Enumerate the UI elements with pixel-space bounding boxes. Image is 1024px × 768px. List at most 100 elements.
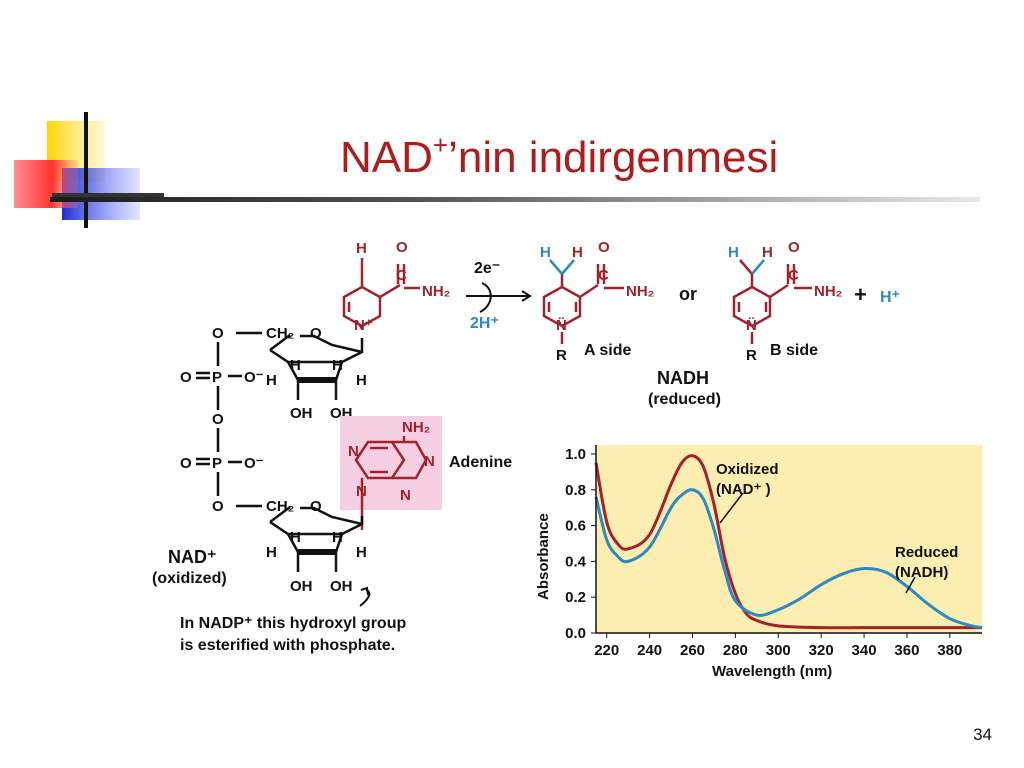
nadh-state: (reduced) [648, 391, 721, 408]
r1-oh1: OH [290, 405, 313, 422]
h-plus: H⁺ [880, 289, 900, 306]
ringa-h1: H [540, 244, 551, 261]
p2-o-bottom: O [212, 498, 224, 515]
nic-nh2: NH₂ [422, 283, 450, 300]
ringb-c: C [788, 267, 799, 284]
p2-ominus: O⁻ [244, 455, 264, 472]
r2-h2: H [332, 529, 343, 546]
corner-decoration [14, 112, 164, 228]
r2-oh1: OH [290, 578, 313, 595]
r2-h3: H [266, 544, 277, 561]
slide-title: NAD+’nin indirgenmesi [340, 130, 779, 182]
reaction-protons: 2H⁺ [470, 315, 499, 332]
x-tick-label-1: 240 [637, 642, 662, 659]
nicotinamide-ring [342, 258, 420, 328]
r2-ch2: CH₂ [266, 498, 294, 515]
ringa-r: R [556, 347, 567, 364]
y-tick-label-3: 0.6 [565, 518, 586, 535]
p2-o-left: O [180, 455, 192, 472]
r2-oh2: OH [330, 578, 353, 595]
nadh-ring-b [732, 259, 812, 344]
r2-h1: H [290, 529, 301, 546]
ad-n3: N [348, 443, 359, 460]
or-label: or [679, 284, 697, 304]
ribose-top [236, 331, 364, 400]
x-tick-label-3: 280 [723, 642, 748, 659]
b-side-label: B side [770, 342, 818, 359]
ringb-nh2: NH₂ [814, 283, 842, 300]
p1-ominus: O⁻ [244, 369, 264, 386]
nadh-ring-a [542, 264, 624, 344]
p1-o-left: O [180, 369, 192, 386]
x-tick-label-7: 360 [894, 642, 919, 659]
label-reduced-nadh: (NADH) [895, 564, 948, 581]
ringa-c: C [598, 267, 609, 284]
ad-n1: N [424, 453, 435, 470]
plus-sign: + [854, 282, 867, 307]
r2-h4: H [356, 544, 367, 561]
r1-h2: H [332, 357, 343, 374]
p2-p: P [212, 455, 222, 472]
y-tick-label-4: 0.8 [565, 482, 586, 499]
label-reduced: Reduced [895, 544, 958, 561]
page-number: 34 [973, 725, 992, 744]
ad-n2: N [400, 487, 411, 504]
label-oxidized: Oxidized [716, 461, 779, 478]
x-tick-label-2: 260 [680, 642, 705, 659]
reaction-electrons: 2e⁻ [474, 260, 500, 277]
ringb-n: N̈ [746, 317, 757, 334]
ringa-o: O [598, 239, 610, 256]
nad-state: (oxidized) [152, 570, 227, 587]
ad-nh2: NH₂ [402, 419, 430, 436]
ringa-n: N̈ [556, 317, 567, 334]
y-tick-label-5: 1.0 [565, 446, 586, 463]
y-tick-label-1: 0.2 [565, 589, 586, 606]
series-line-0 [594, 454, 982, 630]
x-axis-title: Wavelength (nm) [712, 663, 832, 680]
p1-p: P [212, 369, 222, 386]
nad-name: NAD⁺ [168, 547, 217, 567]
y-axis-title: Absorbance [535, 513, 552, 600]
ringa-nh2: NH₂ [626, 283, 654, 300]
chart-background [596, 445, 982, 633]
nic-n-plus: N⁺ [354, 317, 373, 334]
oxidized-pointer [719, 492, 744, 524]
nic-c: C [396, 267, 407, 284]
ringb-r: R [746, 347, 757, 364]
ribose-bottom [269, 506, 364, 572]
a-side-label: A side [584, 342, 632, 359]
p-bridge-o: O [212, 411, 224, 428]
adenine-label: Adenine [449, 454, 512, 471]
x-tick-label-5: 320 [809, 642, 834, 659]
r1-o: O [310, 325, 322, 342]
title-rule [50, 197, 980, 202]
x-tick-label-8: 380 [937, 642, 962, 659]
r1-h4: H [356, 372, 367, 389]
phosphate-chain [196, 342, 262, 508]
ad-n4: N [356, 483, 367, 500]
reduced-pointer [905, 576, 916, 594]
nic-o: O [396, 239, 408, 256]
label-oxidized-nad: (NAD⁺ ) [716, 481, 771, 498]
ringa-h2: H [572, 244, 583, 261]
p1-o-top: O [212, 325, 224, 342]
x-tick-label-0: 220 [594, 642, 619, 659]
r2-o: O [310, 498, 322, 515]
ringb-h1: H [728, 244, 739, 261]
nadp-note-line2: is esterified with phosphate. [180, 637, 395, 654]
nadp-note-line1: In NADP⁺ this hydroxyl group [180, 615, 406, 632]
r1-h3: H [266, 372, 277, 389]
ringb-o: O [788, 239, 800, 256]
ringb-h2: H [762, 244, 773, 261]
r1-ch2: CH₂ [266, 325, 294, 342]
y-tick-label-0: 0.0 [565, 625, 586, 642]
x-tick-label-4: 300 [766, 642, 791, 659]
r1-h1: H [290, 357, 301, 374]
x-tick-label-6: 340 [852, 642, 877, 659]
reaction-arrow [466, 282, 532, 313]
nadh-name: NADH [657, 368, 709, 388]
y-tick-label-2: 0.4 [565, 553, 587, 570]
nic-h: H [356, 240, 367, 257]
